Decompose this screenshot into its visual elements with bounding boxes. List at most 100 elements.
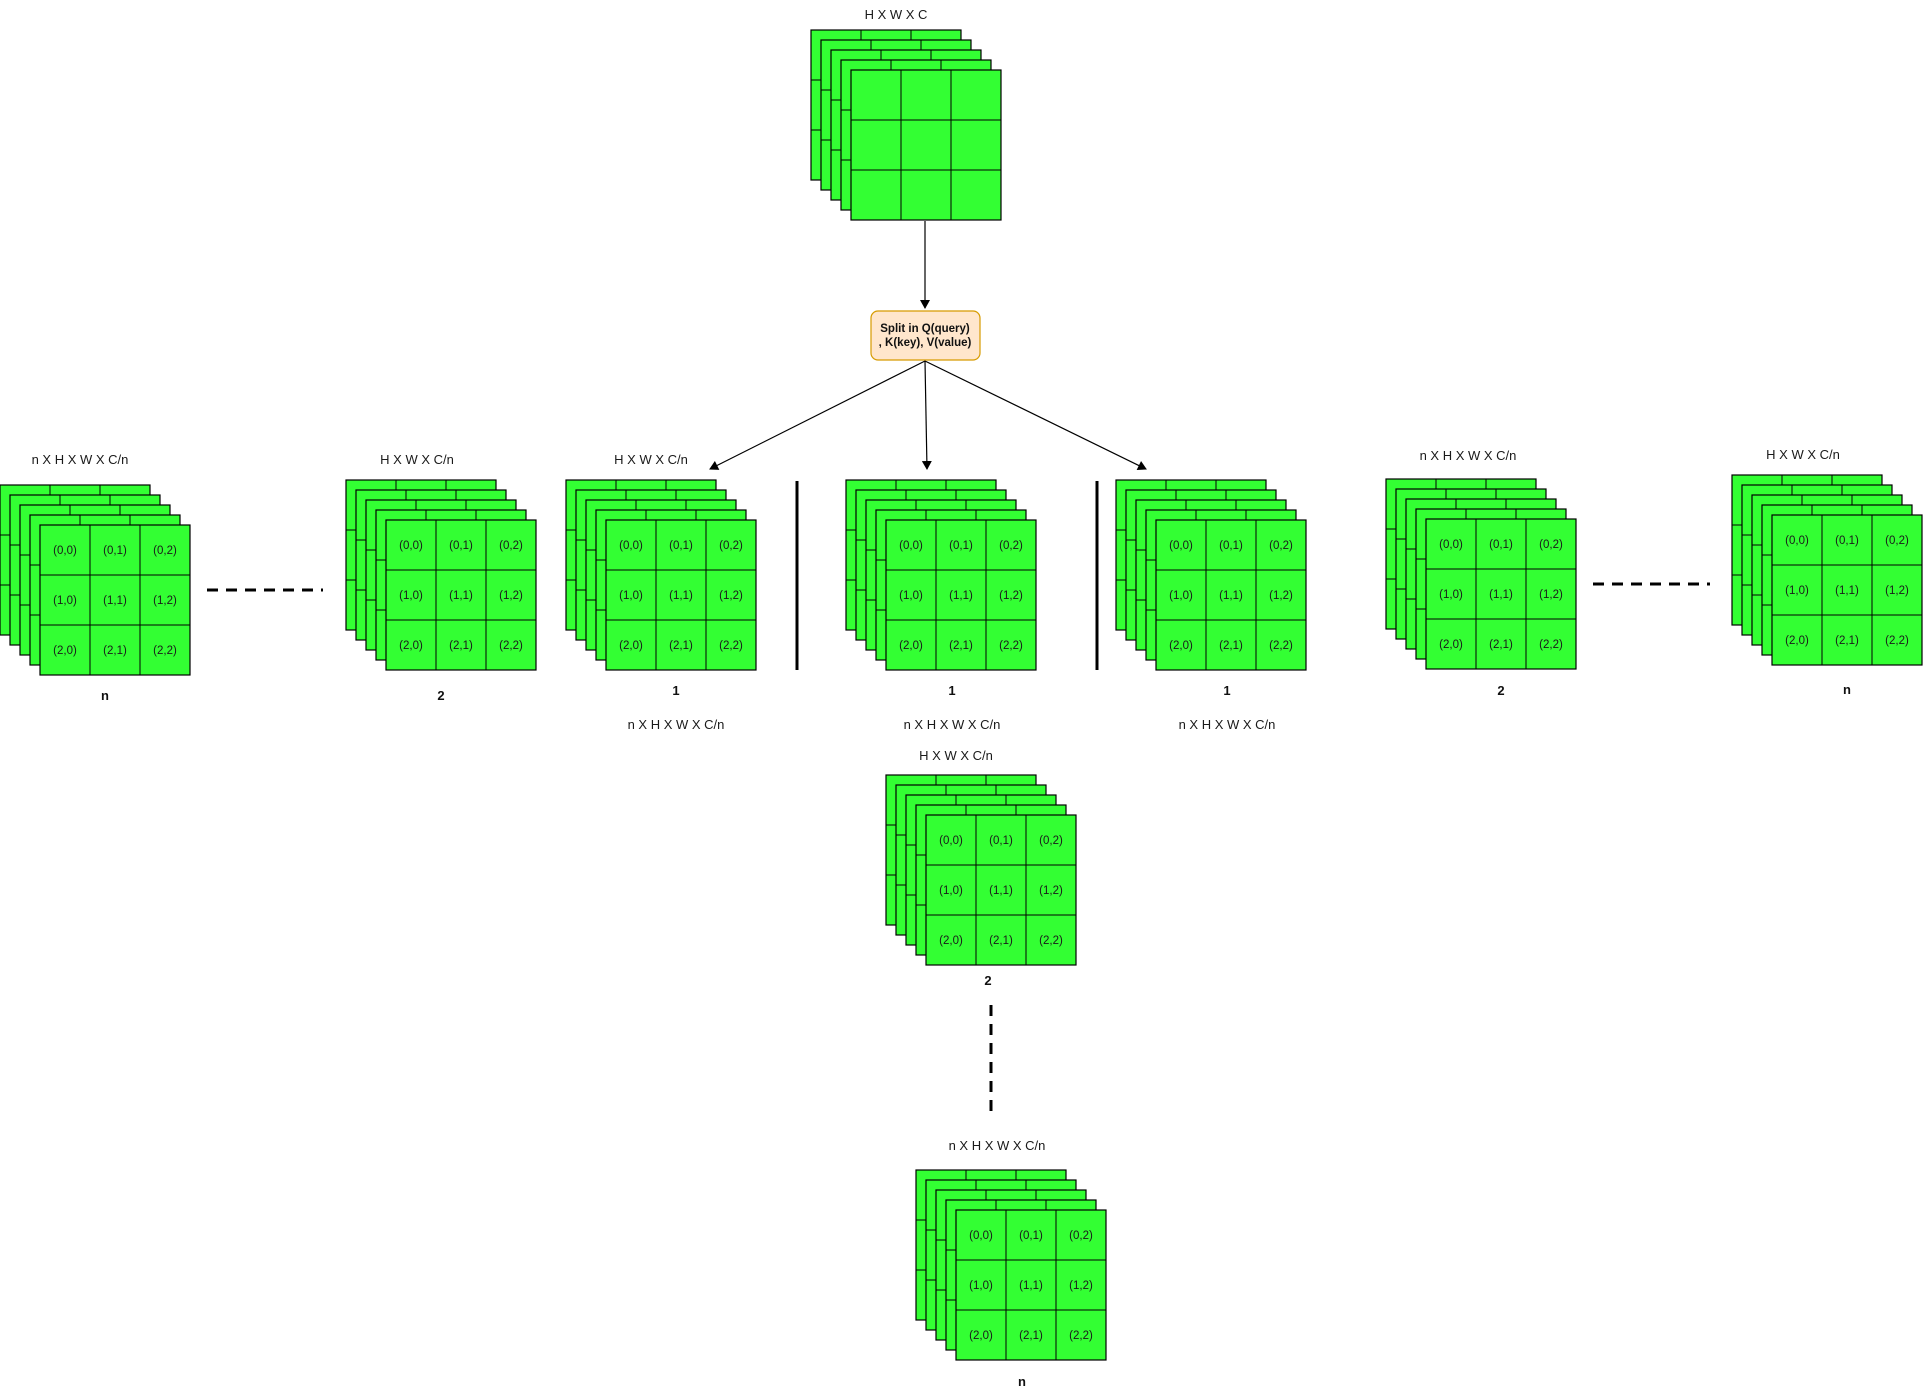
right-first-stack-index: 1: [1223, 683, 1230, 698]
grid-sheet: [955, 1209, 1107, 1361]
grid-cell-label: (1,2): [719, 590, 743, 602]
grid-sheet: [39, 524, 191, 676]
grid-cell-label: (2,2): [1039, 935, 1063, 947]
grid-cell-label: (2,0): [969, 1330, 993, 1342]
grid-cell-label: (0,1): [1835, 535, 1859, 547]
right-outer-stack-label: H X W X C/n: [1766, 447, 1840, 462]
grid-cell-label: (1,1): [1835, 585, 1859, 597]
grid-cell-label: (2,1): [1489, 639, 1513, 651]
grid-cell-label: (1,0): [939, 885, 963, 897]
grid-cell-label: (2,2): [999, 640, 1023, 652]
grid-front-sheet: (0,0)(0,1)(0,2)(1,0)(1,1)(1,2)(2,0)(2,1)…: [1425, 518, 1577, 670]
grid-cell-label: (1,2): [499, 590, 523, 602]
grid-cell-label: (1,2): [1069, 1280, 1093, 1292]
grid-cell-label: (0,0): [1439, 539, 1463, 551]
grid-cell-label: (0,0): [399, 540, 423, 552]
grid-cell-label: (1,0): [1169, 590, 1193, 602]
middle-branch-caption: n X H X W X C/n: [904, 717, 1001, 732]
grid-cell-label: (0,1): [669, 540, 693, 552]
grid-cell-label: (1,0): [1439, 589, 1463, 601]
grid-cell-label: (0,0): [619, 540, 643, 552]
middle-outer-stack: (0,0)(0,1)(0,2)(1,0)(1,1)(1,2)(2,0)(2,1)…: [915, 1169, 1107, 1361]
grid-cell-label: (1,1): [669, 590, 693, 602]
grid-cell-label: (2,0): [1439, 639, 1463, 651]
grid-cell-label: (1,1): [449, 590, 473, 602]
arrow-to-middle-branch: [921, 360, 932, 470]
right-branch-caption: n X H X W X C/n: [1179, 717, 1276, 732]
left-second-stack-index: 2: [437, 688, 444, 703]
grid-sheet: [885, 519, 1037, 671]
grid-cell-label: (1,1): [1019, 1280, 1043, 1292]
grid-cell-label: (0,1): [103, 545, 127, 557]
grid-cell-label: (2,1): [449, 640, 473, 652]
grid-front-sheet: (0,0)(0,1)(0,2)(1,0)(1,1)(1,2)(2,0)(2,1)…: [1155, 519, 1307, 671]
grid-sheet: [385, 519, 537, 671]
split-box-line1: Split in Q(query): [880, 323, 970, 335]
grid-cell-label: (2,2): [1069, 1330, 1093, 1342]
top-tensor-label: H X W X C: [865, 7, 928, 22]
middle-first-stack-index: 1: [948, 683, 955, 698]
grid-cell-label: (0,2): [499, 540, 523, 552]
middle-second-stack-label: H X W X C/n: [919, 748, 993, 763]
grid-cell-label: (2,0): [899, 640, 923, 652]
top-input-stack: [810, 29, 1002, 221]
grid-cell-label: (2,1): [1835, 635, 1859, 647]
grid-cell-label: (0,1): [949, 540, 973, 552]
middle-outer-stack-index: n: [1018, 1374, 1026, 1389]
grid-cell-label: (1,0): [1785, 585, 1809, 597]
grid-front-sheet: (0,0)(0,1)(0,2)(1,0)(1,1)(1,2)(2,0)(2,1)…: [39, 524, 191, 676]
right-outer-stack-index: n: [1843, 682, 1851, 697]
middle-second-stack: (0,0)(0,1)(0,2)(1,0)(1,1)(1,2)(2,0)(2,1)…: [885, 774, 1077, 966]
grid-cell-label: (1,1): [1219, 590, 1243, 602]
grid-sheet: [1771, 514, 1923, 666]
grid-cell-label: (2,0): [619, 640, 643, 652]
grid-cell-label: (2,0): [53, 645, 77, 657]
grid-cell-label: (2,0): [939, 935, 963, 947]
right-second-stack: (0,0)(0,1)(0,2)(1,0)(1,1)(1,2)(2,0)(2,1)…: [1385, 478, 1577, 670]
grid-cell-label: (2,2): [499, 640, 523, 652]
grid-cell-label: (1,0): [399, 590, 423, 602]
left-first-stack-label: H X W X C/n: [614, 452, 688, 467]
grid-cell-label: (0,0): [939, 835, 963, 847]
grid-cell-label: (1,0): [53, 595, 77, 607]
grid-front-sheet: (0,0)(0,1)(0,2)(1,0)(1,1)(1,2)(2,0)(2,1)…: [925, 814, 1077, 966]
grid-cell-label: (2,0): [1169, 640, 1193, 652]
grid-sheet: [850, 69, 1002, 221]
arrow-to-left-branch: [709, 360, 926, 470]
grid-cell-label: (0,0): [53, 545, 77, 557]
grid-cell-label: (0,2): [1069, 1230, 1093, 1242]
grid-cell-label: (0,2): [999, 540, 1023, 552]
grid-cell-label: (2,1): [669, 640, 693, 652]
split-box-shape: [870, 310, 981, 361]
grid-cell-label: (0,2): [719, 540, 743, 552]
left-branch-caption: n X H X W X C/n: [628, 717, 725, 732]
left-outer-stack-index: n: [101, 688, 109, 703]
grid-cell-label: (0,0): [969, 1230, 993, 1242]
grid-cell-label: (2,1): [989, 935, 1013, 947]
grid-cell-label: (1,1): [949, 590, 973, 602]
grid-front-sheet: (0,0)(0,1)(0,2)(1,0)(1,1)(1,2)(2,0)(2,1)…: [605, 519, 757, 671]
grid-cell-label: (1,0): [969, 1280, 993, 1292]
left-first-stack-index: 1: [672, 683, 679, 698]
left-second-stack-label: H X W X C/n: [380, 452, 454, 467]
grid-cell-label: (0,2): [1885, 535, 1909, 547]
grid-cell-label: (1,2): [1885, 585, 1909, 597]
middle-second-stack-index: 2: [984, 973, 991, 988]
grid-cell-label: (1,2): [153, 595, 177, 607]
grid-cell-label: (1,2): [999, 590, 1023, 602]
grid-cell-label: (0,2): [1039, 835, 1063, 847]
grid-cell-label: (1,0): [899, 590, 923, 602]
grid-front-sheet: (0,0)(0,1)(0,2)(1,0)(1,1)(1,2)(2,0)(2,1)…: [885, 519, 1037, 671]
grid-cell-label: (0,1): [1019, 1230, 1043, 1242]
grid-cell-label: (0,2): [153, 545, 177, 557]
middle-first-stack: (0,0)(0,1)(0,2)(1,0)(1,1)(1,2)(2,0)(2,1)…: [845, 479, 1037, 671]
grid-front-sheet: (0,0)(0,1)(0,2)(1,0)(1,1)(1,2)(2,0)(2,1)…: [385, 519, 537, 671]
grid-cell-label: (0,2): [1539, 539, 1563, 551]
grid-cell-label: (0,0): [1169, 540, 1193, 552]
split-box-line2: , K(key), V(value): [879, 337, 972, 349]
grid-cell-label: (2,1): [949, 640, 973, 652]
grid-cell-label: (2,2): [1539, 639, 1563, 651]
left-outer-stack-label: n X H X W X C/n: [32, 452, 129, 467]
grid-cell-label: (2,2): [1885, 635, 1909, 647]
right-first-stack: (0,0)(0,1)(0,2)(1,0)(1,1)(1,2)(2,0)(2,1)…: [1115, 479, 1307, 671]
